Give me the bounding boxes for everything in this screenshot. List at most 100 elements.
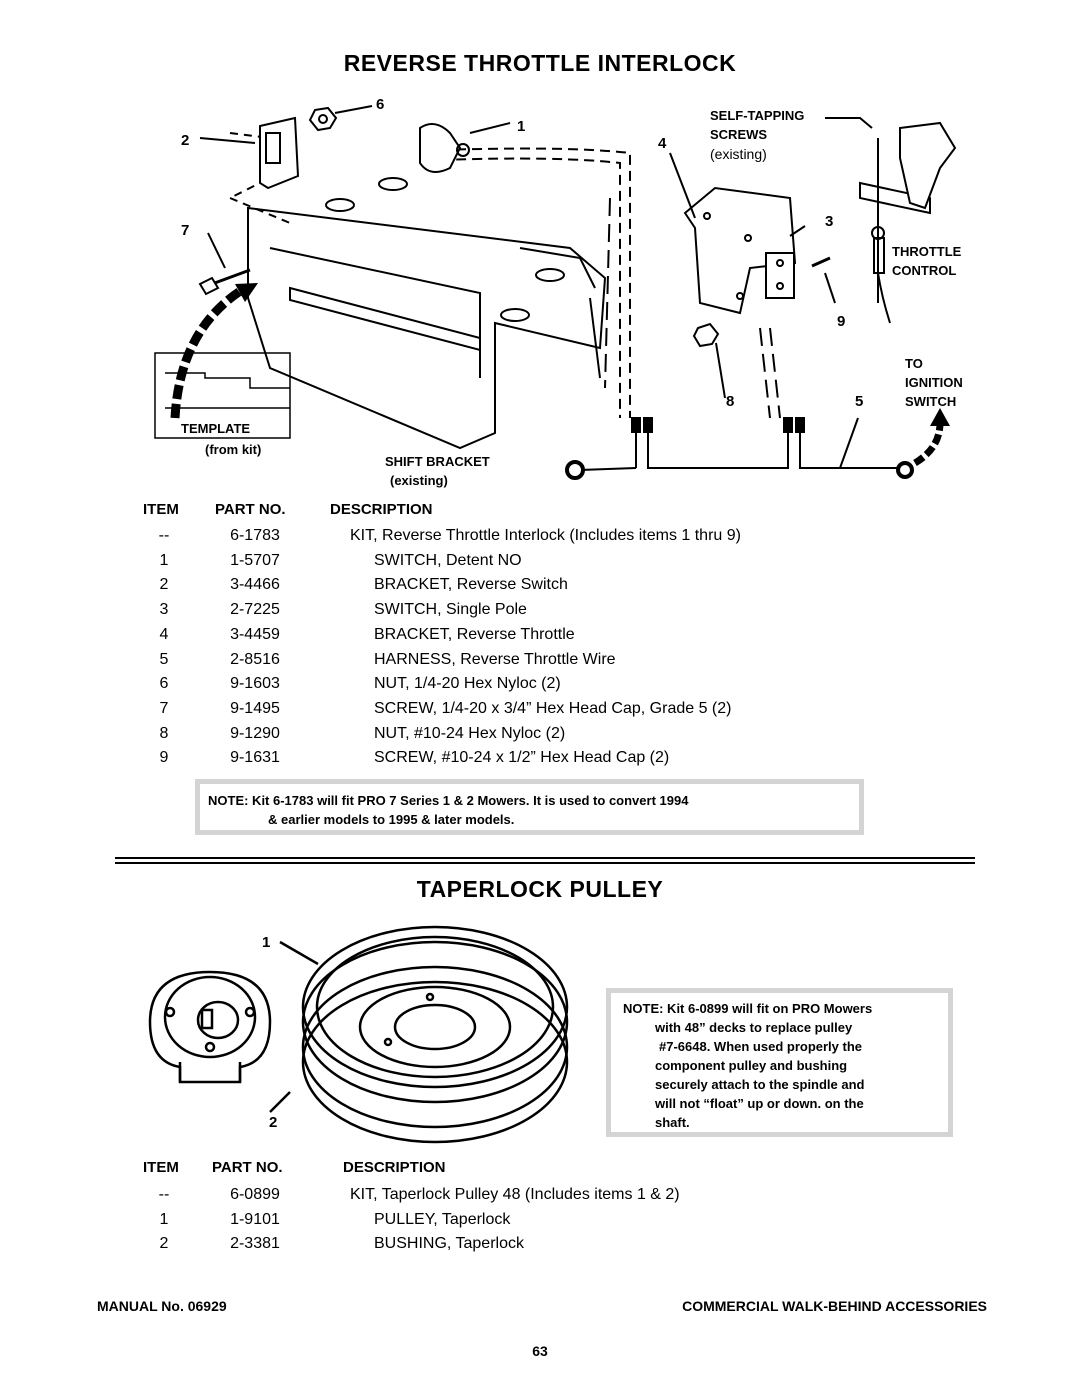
table-cell-part: 3-4459 — [230, 625, 280, 643]
page-title-reverse-throttle-interlock: REVERSE THROTTLE INTERLOCK — [343, 50, 737, 76]
table-row: 1 1-9101 PULLEY, Taperlock — [136, 1208, 836, 1232]
label-throttle: THROTTLE — [892, 244, 962, 259]
table-cell-part: 2-7225 — [230, 601, 280, 619]
table-cell-item: -- — [158, 527, 170, 544]
label-existing-bracket: (existing) — [390, 473, 448, 488]
table-row: -- 6-1783 KIT, Reverse Throttle Interlock … — [136, 524, 836, 548]
table-cell-description: BUSHING, Taperlock — [374, 1235, 524, 1253]
section-divider-bottom — [115, 862, 975, 864]
table2-header-description: DESCRIPTION — [343, 1159, 446, 1176]
table-row: 4 3-4459 BRACKET, Reverse Throttle — [136, 623, 836, 647]
table-cell-part: 6-0899 — [230, 1186, 280, 1203]
table-row: 5 2-8516 HARNESS, Reverse Throttle Wire — [136, 648, 836, 672]
table-cell-part: 3-4466 — [230, 576, 280, 594]
taperlock-diagram — [130, 912, 960, 1157]
label-shift-bracket: SHIFT BRACKET — [385, 454, 490, 469]
table-row: 9 9-1631 SCREW, #10-24 x 1/2” Hex Head Cap… — [136, 746, 836, 770]
note2-line7: shaft. — [655, 1115, 690, 1130]
table2-header-part: PART NO. — [212, 1159, 283, 1176]
label-template: TEMPLATE — [181, 421, 251, 436]
callout-8: 8 — [726, 393, 735, 410]
callout-9: 9 — [837, 313, 846, 330]
table-cell-item: 2 — [159, 576, 169, 594]
table2-header-item: ITEM — [143, 1159, 179, 1176]
table-cell-item: 3 — [159, 601, 169, 619]
table-cell-part: 6-1783 — [230, 527, 280, 544]
table-cell-description: KIT, Taperlock Pulley 48 (Includes items… — [350, 1186, 680, 1203]
footer-manual-number: MANUAL No. 06929 — [97, 1298, 227, 1314]
note1-line2: & earlier models to 1995 & later models. — [268, 812, 515, 827]
table-cell-description: SCREW, 1/4-20 x 3/4” Hex Head Cap, Grade… — [374, 699, 732, 717]
table-cell-item: 1 — [159, 551, 169, 569]
table1-header-part: PART NO. — [215, 501, 286, 518]
table-row: 2 3-4466 BRACKET, Reverse Switch — [136, 573, 836, 597]
footer-section-title: COMMERCIAL WALK-BEHIND ACCESSORIES — [682, 1298, 987, 1314]
label-ignition: IGNITION — [905, 375, 963, 390]
table-cell-description: HARNESS, Reverse Throttle Wire — [374, 650, 616, 668]
label-to: TO — [905, 356, 923, 371]
table-cell-item: -- — [158, 1186, 170, 1203]
table-cell-item: 8 — [159, 724, 169, 742]
table-cell-description: SWITCH, Single Pole — [374, 601, 527, 619]
reverse-throttle-illustration — [154, 105, 957, 480]
table-cell-description: NUT, 1/4-20 Hex Nyloc (2) — [374, 675, 561, 693]
callout-2: 2 — [181, 132, 190, 149]
table-cell-part: 9-1603 — [230, 675, 280, 693]
label-from-kit: (from kit) — [205, 442, 262, 457]
callout-3: 3 — [825, 213, 834, 230]
table-cell-part: 9-1290 — [230, 724, 280, 742]
table-cell-description: BRACKET, Reverse Switch — [374, 576, 568, 594]
note-box-kit-6-0899: NOTE: Kit 6-0899 will fit on PRO Mowers … — [606, 988, 953, 1137]
table-row: 2 2-3381 BUSHING, Taperlock — [136, 1232, 836, 1256]
table-cell-description: NUT, #10-24 Hex Nyloc (2) — [374, 724, 566, 742]
callout-1: 1 — [517, 118, 526, 135]
note-box-kit-6-1783: NOTE: Kit 6-1783 will fit PRO 7 Series 1… — [195, 779, 864, 835]
label-control: CONTROL — [892, 263, 957, 278]
table-cell-item: 6 — [159, 675, 169, 693]
taperlock-illustration — [148, 925, 569, 1144]
table-cell-description: BRACKET, Reverse Throttle — [374, 625, 575, 643]
note2-line1: NOTE: Kit 6-0899 will fit on PRO Mowers — [623, 1001, 873, 1016]
table-cell-item: 4 — [159, 625, 169, 643]
note2-line5: securely attach to the spindle and — [655, 1077, 865, 1092]
label-screws: SCREWS — [710, 127, 768, 142]
table-cell-part: 1-9101 — [230, 1210, 280, 1228]
note2-line4: component pulley and bushing — [655, 1058, 848, 1073]
table-cell-item: 2 — [159, 1235, 169, 1253]
table-row: 6 9-1603 NUT, 1/4-20 Hex Nyloc (2) — [136, 672, 836, 696]
table-cell-description: SWITCH, Detent NO — [374, 551, 522, 569]
table-cell-part: 9-1631 — [230, 749, 280, 767]
note2-line2: with 48” decks to replace pulley — [655, 1020, 853, 1035]
table1-header-item: ITEM — [143, 501, 179, 518]
table-cell-part: 1-5707 — [230, 551, 280, 569]
label-switch: SWITCH — [905, 394, 957, 409]
callout-7: 7 — [181, 222, 190, 239]
reverse-throttle-diagram — [150, 88, 990, 498]
table1-header-description: DESCRIPTION — [330, 501, 433, 518]
table-cell-item: 9 — [159, 749, 169, 767]
callout-4: 4 — [658, 135, 667, 152]
label-existing-screws: (existing) — [710, 146, 767, 162]
page-number: 63 — [532, 1343, 548, 1359]
note2-line3: #7-6648. When used properly the — [659, 1039, 863, 1054]
page-title-taperlock-pulley: TAPERLOCK PULLEY — [416, 876, 664, 902]
table-row: 1 1-5707 SWITCH, Detent NO — [136, 549, 836, 573]
table-cell-description: SCREW, #10-24 x 1/2” Hex Head Cap (2) — [374, 749, 670, 767]
table-cell-item: 7 — [159, 699, 169, 717]
table-row: 8 9-1290 NUT, #10-24 Hex Nyloc (2) — [136, 722, 836, 746]
callout-5: 5 — [855, 393, 864, 410]
note2-line6: will not “float” up or down. on the — [655, 1096, 864, 1111]
table-cell-part: 2-8516 — [230, 650, 280, 668]
callout-6: 6 — [376, 96, 385, 113]
table-row: 7 9-1495 SCREW, 1/4-20 x 3/4” Hex Head Cap… — [136, 697, 836, 721]
table-cell-item: 5 — [159, 650, 169, 668]
table-row: 3 2-7225 SWITCH, Single Pole — [136, 598, 836, 622]
table-cell-item: 1 — [159, 1210, 169, 1228]
table-cell-part: 2-3381 — [230, 1235, 280, 1253]
table-cell-description: KIT, Reverse Throttle Interlock (Include… — [350, 527, 741, 544]
table-cell-description: PULLEY, Taperlock — [374, 1210, 511, 1228]
table-cell-part: 9-1495 — [230, 699, 280, 717]
pulley-callout-2: 2 — [269, 1114, 278, 1131]
pulley-callout-1: 1 — [262, 934, 271, 951]
table-row: -- 6-0899 KIT, Taperlock Pulley 48 (Includ… — [136, 1183, 836, 1207]
